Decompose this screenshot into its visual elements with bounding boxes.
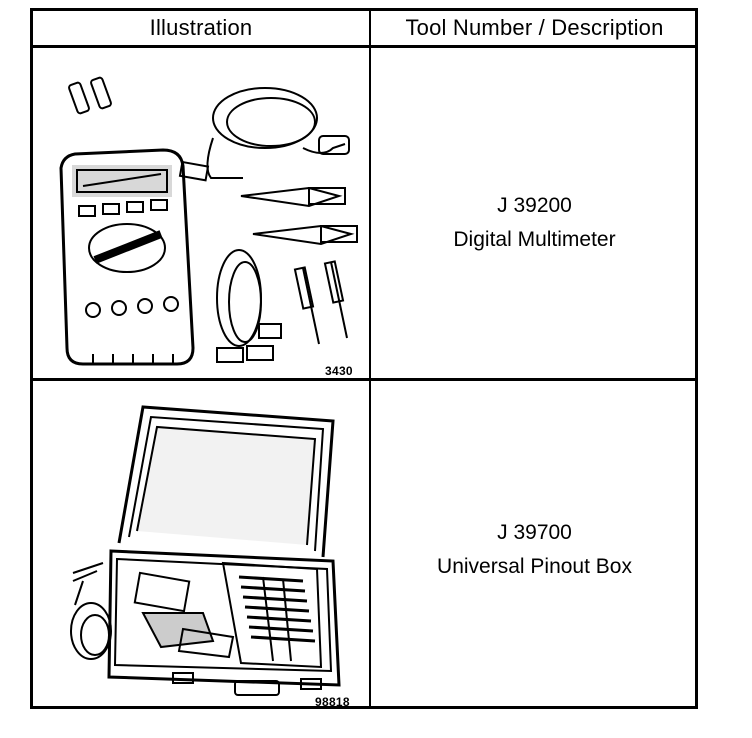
header-illustration: Illustration <box>149 15 253 40</box>
column-divider <box>369 11 371 706</box>
tool-number: J 39700 <box>497 521 572 544</box>
header-divider <box>33 45 695 48</box>
figure-number: 3430 <box>325 364 353 378</box>
tool-number: J 39200 <box>497 194 572 217</box>
header-description: Tool Number / Description <box>405 15 664 40</box>
tool-description: Universal Pinout Box <box>437 555 632 578</box>
tool-description: Digital Multimeter <box>453 228 616 251</box>
table-row: 3430 <box>33 48 369 378</box>
digital-multimeter-icon <box>59 76 358 366</box>
table-row: 98818 <box>33 381 369 709</box>
row-divider <box>33 378 695 381</box>
pinout-box-case-icon <box>70 405 341 696</box>
figure-number: 98818 <box>315 695 350 709</box>
tool-table: Illustration Tool Number / Description <box>30 8 698 709</box>
